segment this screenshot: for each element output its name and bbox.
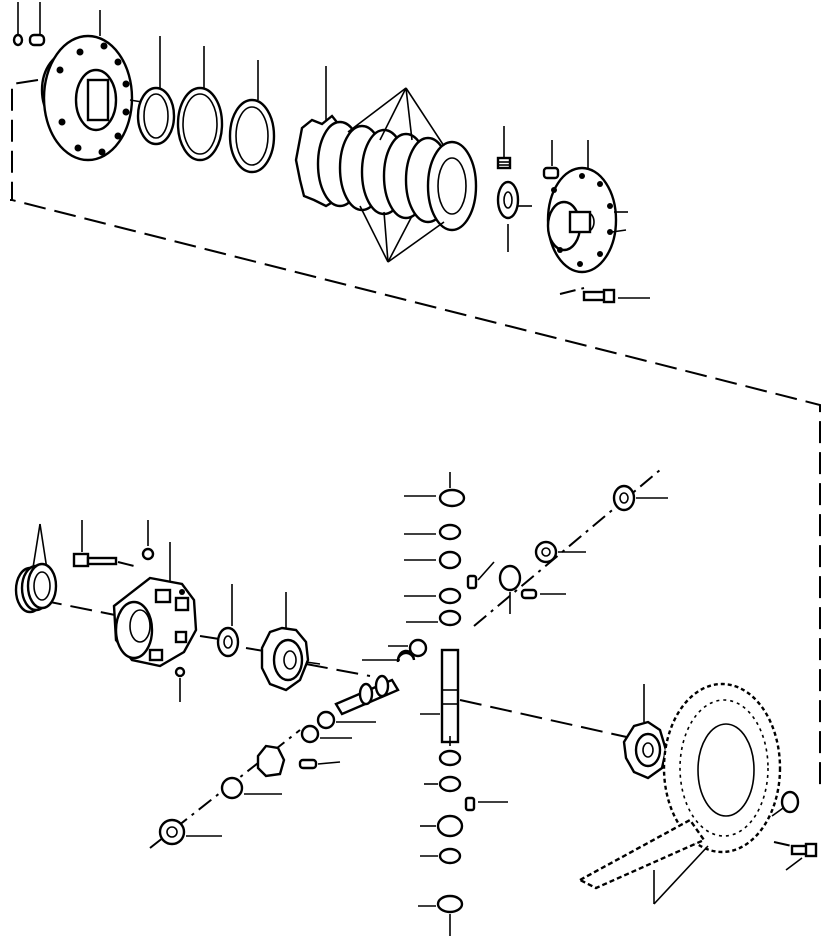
clutch-pack-icon bbox=[294, 66, 478, 263]
thrust-washer-icon bbox=[216, 584, 240, 658]
bearing-cup-icon bbox=[14, 523, 58, 614]
drive-pinion-icon bbox=[577, 818, 709, 905]
washer-lower-icon bbox=[771, 790, 800, 817]
dowel-icon bbox=[28, 2, 46, 47]
plug-icon bbox=[542, 140, 560, 180]
shim-1-icon bbox=[136, 36, 176, 146]
side-gear-icon bbox=[260, 592, 321, 692]
upper-assembly bbox=[10, 2, 821, 790]
side-gear-right-icon bbox=[622, 684, 668, 780]
ball-icon bbox=[141, 520, 155, 561]
bolt-icon bbox=[559, 287, 650, 304]
bolt-lower-right-icon bbox=[773, 841, 818, 871]
pinion-shaft-icon bbox=[404, 472, 466, 936]
shim-2-icon bbox=[176, 46, 224, 162]
ring-gear-icon bbox=[662, 682, 782, 854]
side-pinion-icon bbox=[149, 710, 376, 849]
washer-icon bbox=[496, 180, 532, 252]
case-half-right-icon bbox=[546, 140, 628, 274]
spring-icon bbox=[496, 126, 512, 170]
lower-assembly bbox=[14, 469, 818, 936]
diff-case-icon bbox=[112, 542, 198, 702]
small-pin-icon bbox=[464, 796, 508, 812]
main-axis-line bbox=[39, 599, 691, 749]
case-half-left-icon bbox=[40, 10, 143, 162]
pin-icon bbox=[12, 2, 24, 47]
pinion-gear-icon bbox=[466, 469, 668, 627]
bolt-lower-icon bbox=[72, 520, 135, 568]
cross-shaft-icon bbox=[334, 638, 428, 716]
shim-3-icon bbox=[228, 60, 276, 174]
